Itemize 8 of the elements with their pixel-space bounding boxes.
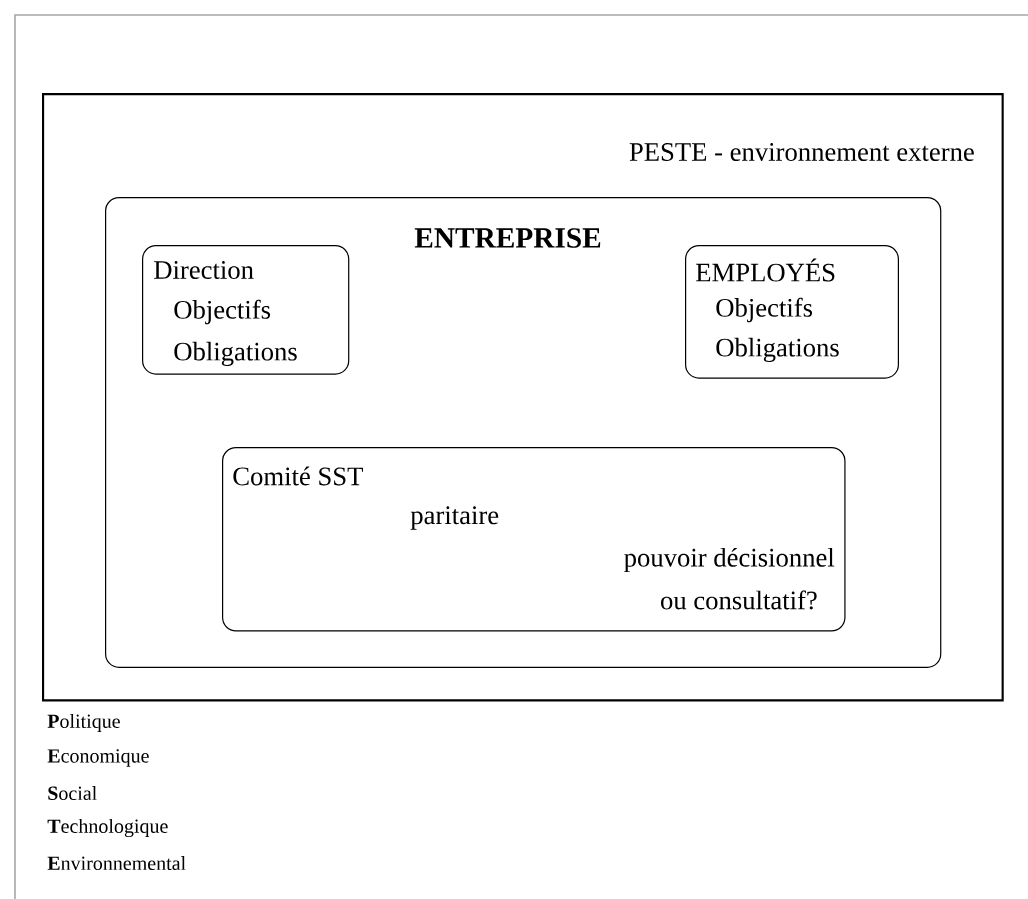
acronym-line: Technologique xyxy=(47,818,168,838)
acronym-line: Environnemental xyxy=(47,855,186,871)
group-box: EMPLOYÉS Objectifs Obligations xyxy=(685,245,899,379)
acronym-line: Politique xyxy=(47,713,120,733)
group-box: Direction Objectifs Obligations xyxy=(142,245,350,375)
committee-box: Comité SST paritaire pouvoir décisionnel ou consultatif? xyxy=(222,447,846,632)
acronym-line: Social xyxy=(48,785,97,801)
acronym-line: Economique xyxy=(47,749,149,767)
